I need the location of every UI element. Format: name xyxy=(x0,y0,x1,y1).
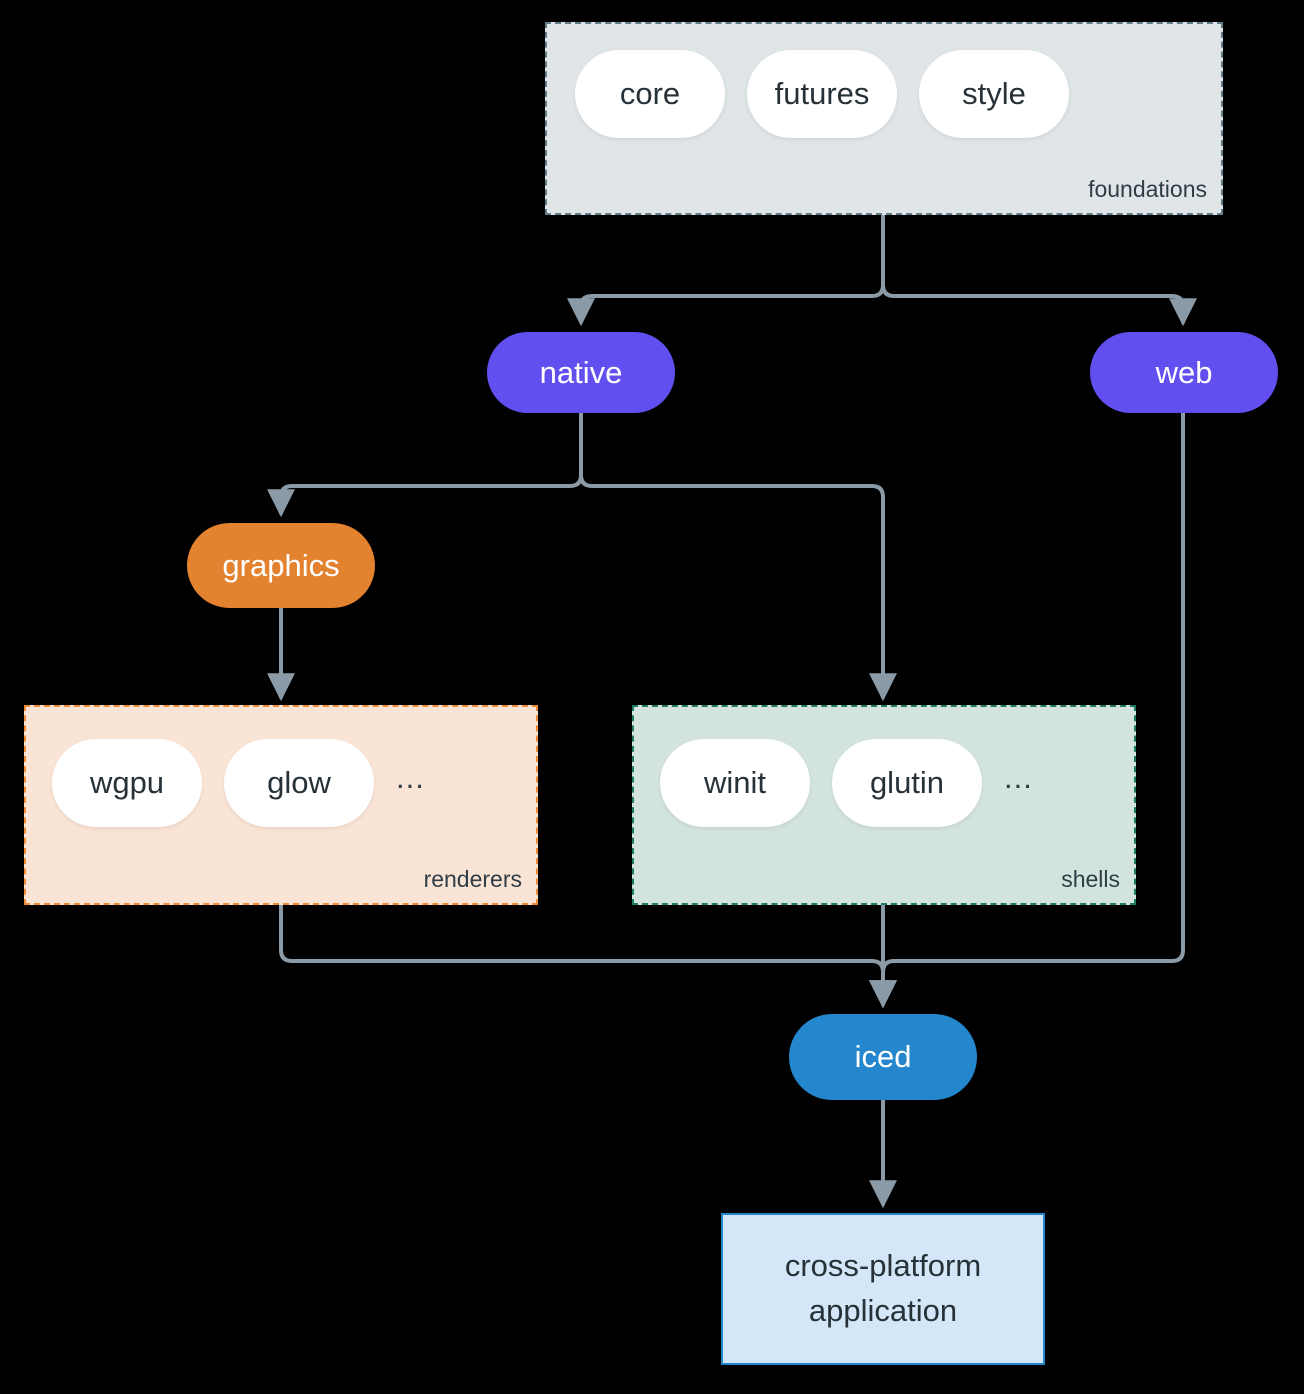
node-native-label: native xyxy=(539,354,623,390)
renderers-ellipsis: ... xyxy=(396,760,425,795)
edge-native-graphics xyxy=(267,411,583,518)
pill-wgpu-label: wgpu xyxy=(89,765,165,800)
pill-winit-label: winit xyxy=(703,765,766,800)
pill-wgpu[interactable]: wgpu xyxy=(52,739,202,827)
cluster-shells: winit glutin ... shells xyxy=(632,705,1136,905)
node-web[interactable]: web xyxy=(1090,332,1278,413)
pill-futures-label: futures xyxy=(774,76,870,111)
application-label-line2: application xyxy=(808,1293,958,1328)
node-native[interactable]: native xyxy=(487,332,675,413)
pill-style-label: style xyxy=(962,76,1026,111)
pill-futures[interactable]: futures xyxy=(747,50,897,138)
edge-renderers-iced xyxy=(279,903,897,1009)
edge-foundations-native xyxy=(567,213,885,327)
cluster-label-foundations: foundations xyxy=(1088,176,1207,202)
cluster-label-renderers: renderers xyxy=(423,866,522,892)
pill-core-label: core xyxy=(619,76,681,111)
node-web-label: web xyxy=(1155,354,1213,390)
node-iced-label: iced xyxy=(854,1039,912,1074)
node-graphics-label: graphics xyxy=(222,547,340,583)
edge-foundations-web xyxy=(881,213,1197,327)
pill-style[interactable]: style xyxy=(919,50,1069,138)
cluster-foundations: core futures style foundations xyxy=(545,22,1223,215)
pill-glutin[interactable]: glutin xyxy=(832,739,982,827)
node-iced[interactable]: iced xyxy=(789,1014,977,1100)
cluster-renderers: wgpu glow ... renderers xyxy=(24,705,538,905)
cluster-label-shells: shells xyxy=(1061,866,1120,892)
pill-glow-label: glow xyxy=(267,765,331,800)
edge-native-shells xyxy=(579,411,897,702)
pill-glutin-label: glutin xyxy=(869,765,945,800)
pill-winit[interactable]: winit xyxy=(660,739,810,827)
node-cross-platform-application[interactable]: cross-platform application xyxy=(721,1213,1045,1365)
pill-core[interactable]: core xyxy=(575,50,725,138)
pill-glow[interactable]: glow xyxy=(224,739,374,827)
application-label-line1: cross-platform xyxy=(784,1248,982,1284)
node-graphics[interactable]: graphics xyxy=(187,523,375,608)
shells-ellipsis: ... xyxy=(1004,760,1033,795)
